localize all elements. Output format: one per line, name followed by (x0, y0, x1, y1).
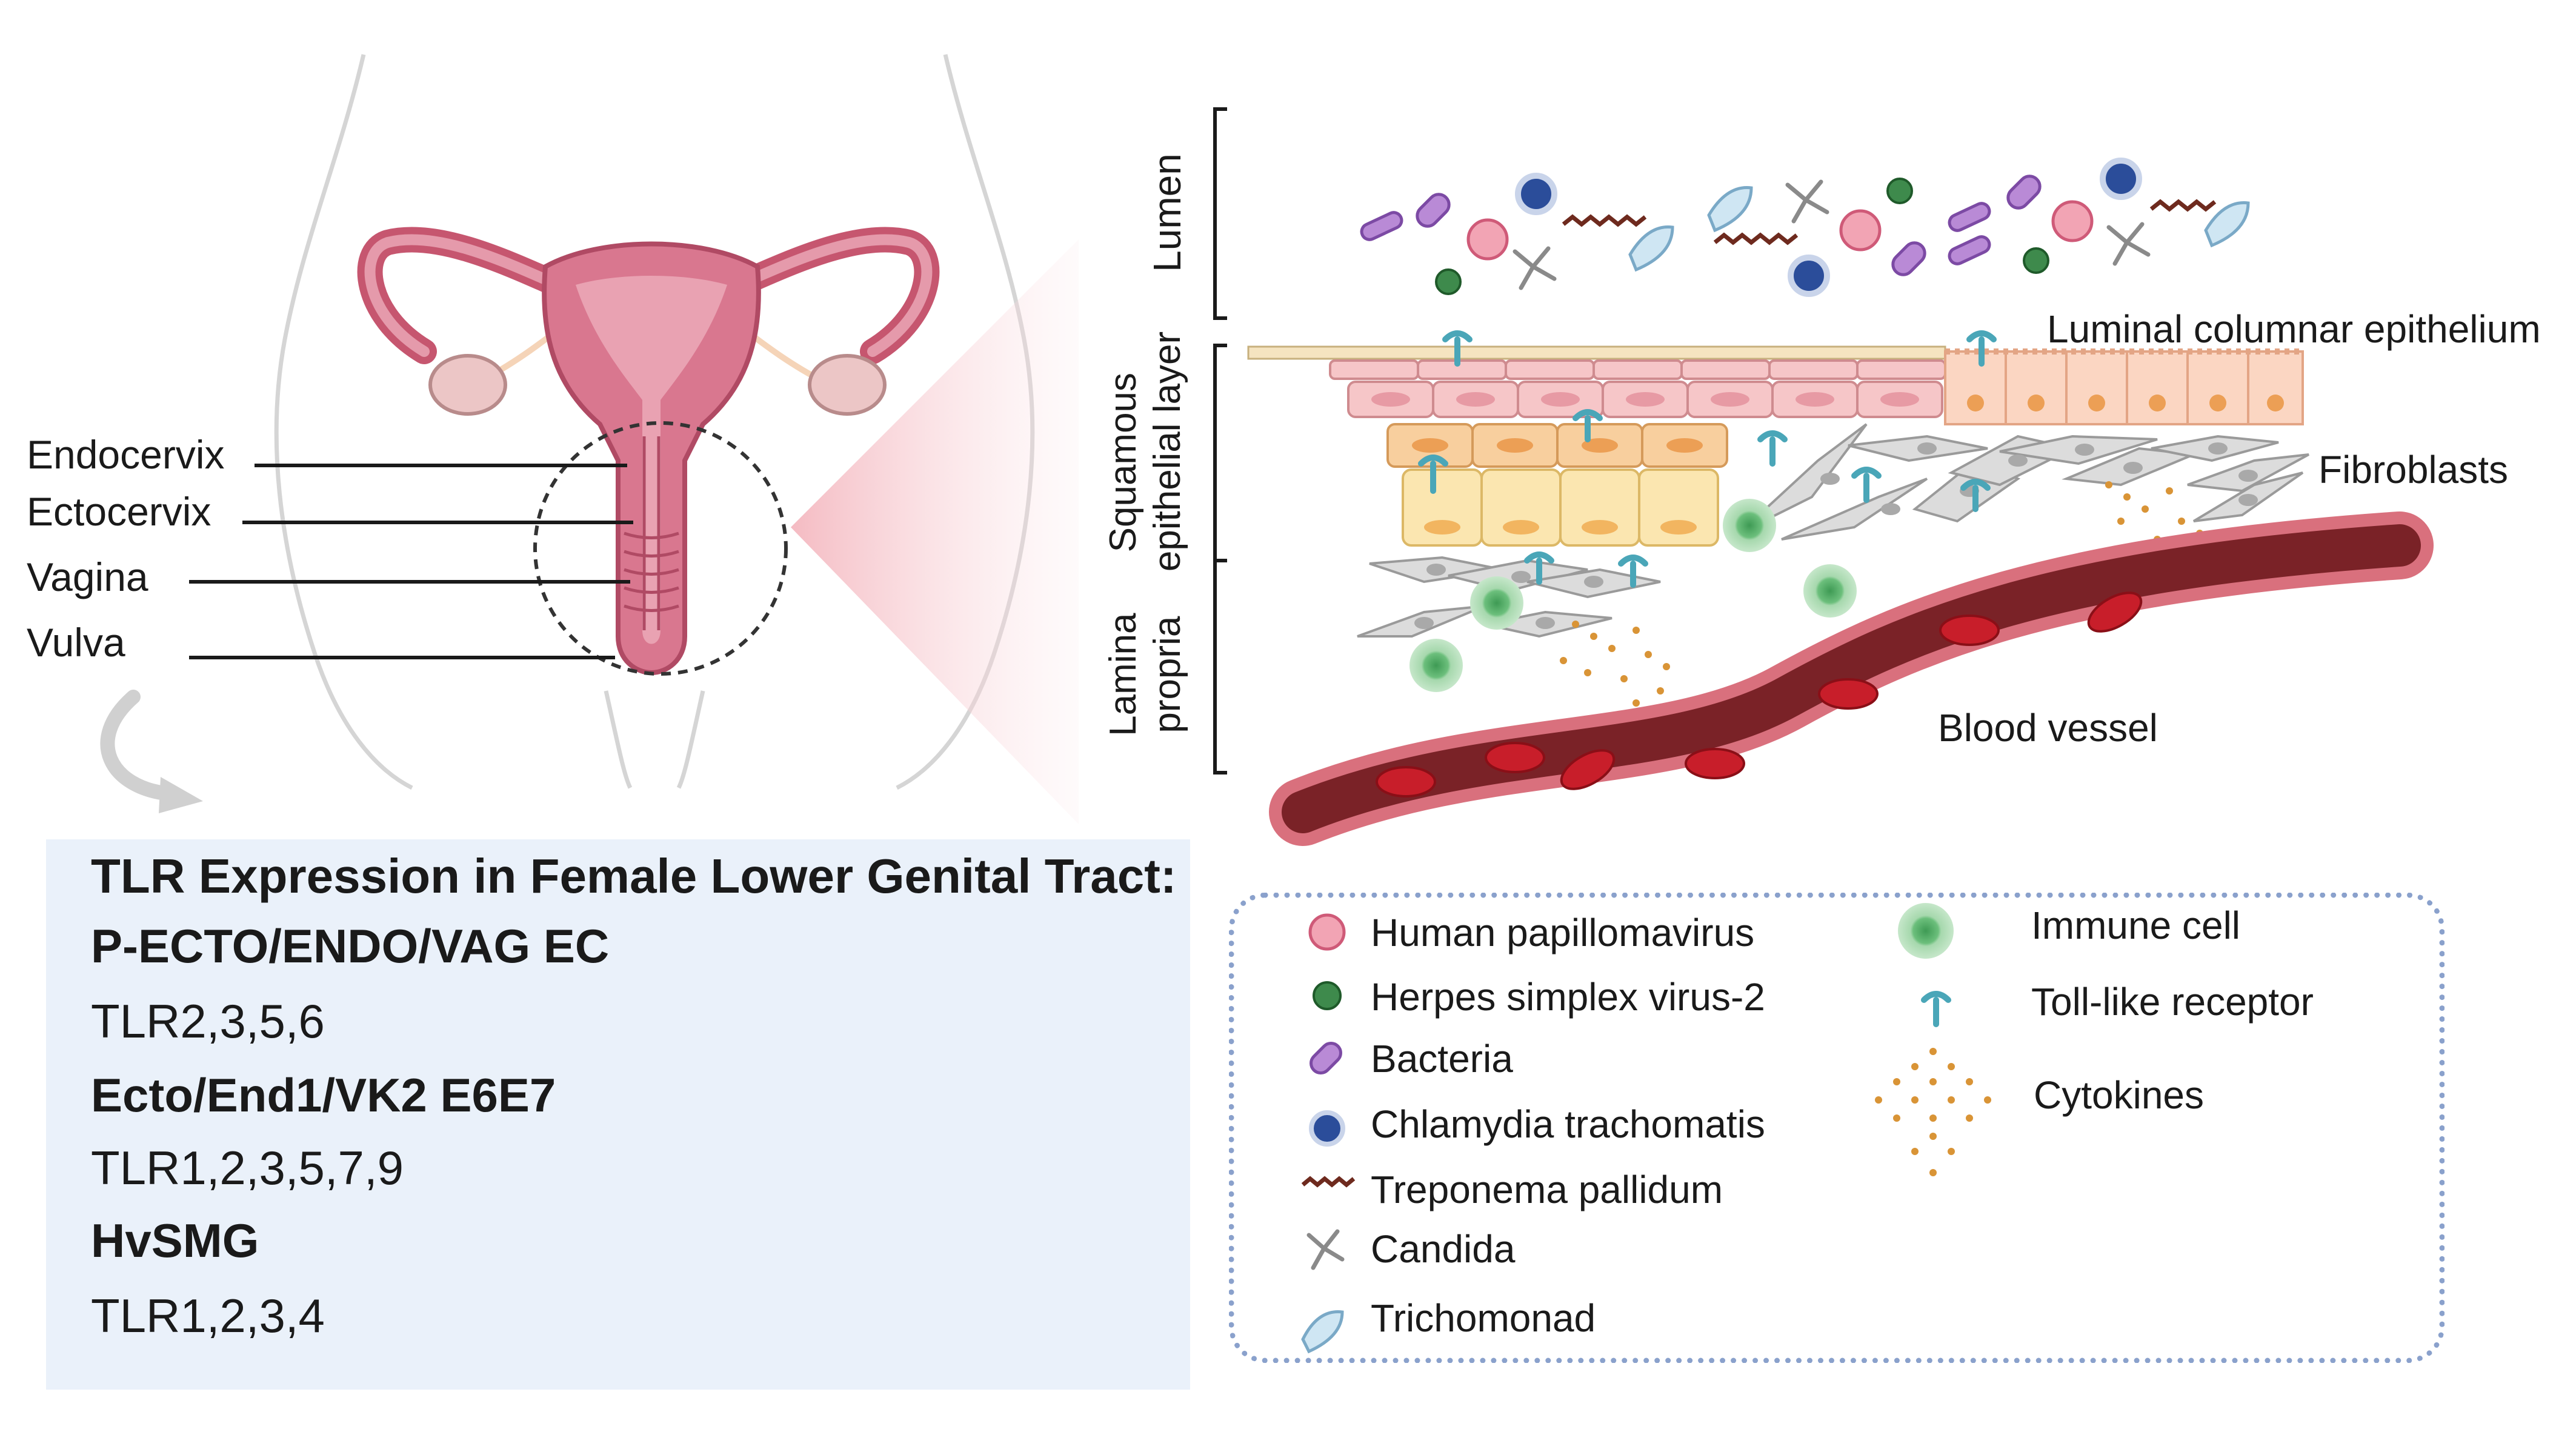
hpv-icon (1308, 913, 1346, 951)
cytokines-icon (1875, 1048, 1991, 1176)
zoom-beam (791, 239, 1079, 824)
label-lamina-line2: propria (1147, 616, 1188, 733)
label-vagina: Vagina (27, 555, 148, 599)
chlamydia-icon (1309, 1110, 1345, 1147)
layer-brackets (1213, 107, 1227, 774)
tlr-panel-title: TLR Expression in Female Lower Genital T… (91, 849, 1177, 903)
legend-item-bacteria: Bacteria (1371, 1037, 1513, 1081)
legend-item-hpv: Human papillomavirus (1371, 911, 1755, 954)
legend-item-candida: Candida (1371, 1227, 1516, 1271)
tlr-group-heading: HvSMG (91, 1214, 259, 1267)
toll-like-receptors (1418, 330, 1997, 588)
label-blood-vessel: Blood vessel (1938, 706, 2158, 750)
pathogens (1360, 158, 2250, 297)
tlr-group-list: TLR1,2,3,4 (91, 1289, 325, 1342)
immune-cell-icon (1898, 903, 1954, 959)
anatomy-leader-lines (189, 464, 633, 659)
zoom-circle (533, 421, 788, 676)
tlr-icon (1921, 991, 1951, 1027)
label-vulva: Vulva (27, 620, 125, 665)
label-lamina-line1: Lamina (1102, 613, 1144, 736)
legend-item-tlr: Toll-like receptor (2031, 980, 2314, 1024)
legend-item-treponema: Treponema pallidum (1371, 1168, 1723, 1211)
legend-item-trichomonad: Trichomonad (1371, 1296, 1596, 1340)
legend-item-immune-cell: Immune cell (2031, 904, 2240, 947)
curved-arrow-icon (100, 690, 203, 813)
legend-item-hsv2: Herpes simplex virus-2 (1371, 975, 1765, 1019)
label-squamous-line2: epithelial layer (1147, 331, 1188, 572)
legend-item-cytokines: Cytokines (2034, 1073, 2204, 1117)
tlr-group-list: TLR1,2,3,5,7,9 (91, 1141, 404, 1194)
uterus-illustration (357, 227, 940, 676)
tlr-group-heading: Ecto/End1/VK2 E6E7 (91, 1068, 556, 1122)
cytokines (1560, 481, 2215, 719)
legend-item-chlamydia: Chlamydia trachomatis (1371, 1102, 1765, 1146)
label-lamina-propria: Lamina propria (1101, 596, 1190, 753)
candida-icon (1306, 1229, 1345, 1270)
columnar-epithelium (1944, 348, 2304, 425)
tlr-group-list: TLR2,3,5,6 (91, 994, 325, 1048)
label-endocervix: Endocervix (27, 432, 225, 477)
label-squamous-layer: Squamous epithelial layer (1101, 331, 1190, 572)
label-fibroblasts: Fibroblasts (2318, 448, 2508, 491)
label-columnar-epithelium: Luminal columnar epithelium (2047, 307, 2541, 351)
tlr-group-heading: P-ECTO/ENDO/VAG EC (91, 919, 610, 973)
bacteria-icon (1310, 1042, 1342, 1074)
tlr-expression-panel (46, 839, 1190, 1390)
hsv2-icon (1313, 981, 1342, 1010)
label-ectocervix: Ectocervix (27, 489, 211, 534)
treponema-icon (1301, 1176, 1356, 1188)
legend-box (1229, 893, 2445, 1363)
immune-cells (1409, 499, 1857, 692)
squamous-epithelium (1247, 345, 1946, 547)
blood-vessel (1269, 511, 2434, 846)
trichomonad-icon (1301, 1310, 1344, 1354)
label-lumen: Lumen (1145, 153, 1189, 272)
label-squamous-line1: Squamous (1102, 372, 1144, 553)
